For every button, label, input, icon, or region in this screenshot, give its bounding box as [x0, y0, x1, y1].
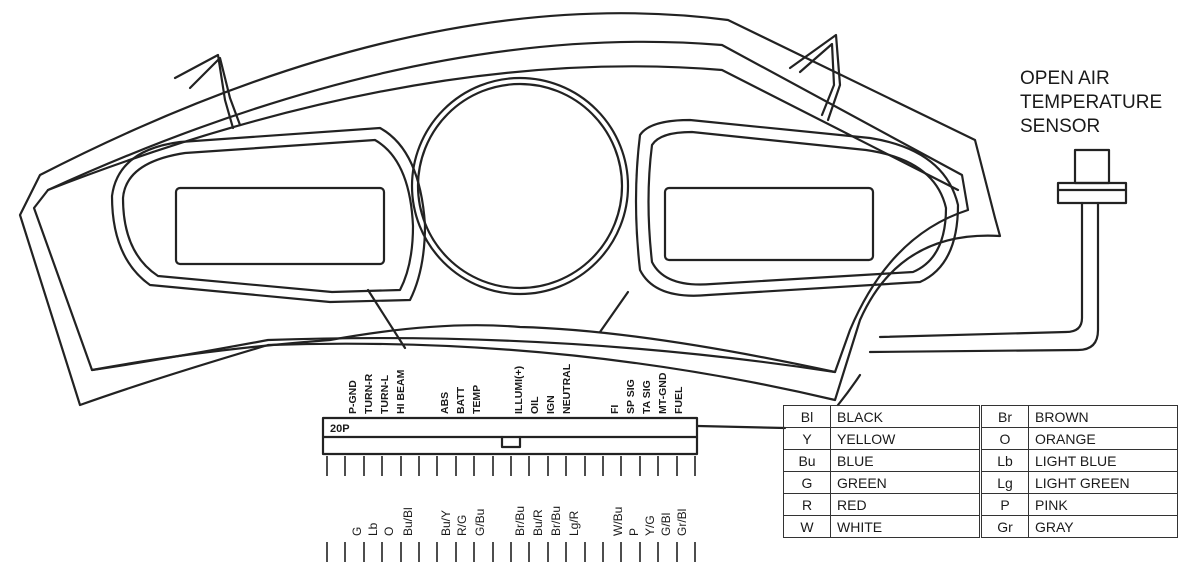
connector-wires	[326, 456, 696, 562]
wire-color-label: Gr/Bl	[675, 509, 689, 536]
left-mount-bracket-inner	[188, 56, 242, 127]
terminal-label: FI	[609, 405, 621, 414]
wire-color-labels: G Lb O Bu/Bl Bu/Y R/G G/Bu Br/Bu Bu/R Br…	[350, 506, 689, 536]
temperature-sensor-cap	[1073, 148, 1111, 185]
legend-code: W	[783, 515, 831, 538]
wire-color-label: Bu/Bl	[401, 507, 415, 536]
wire-color-label: P	[627, 528, 641, 536]
legend-color-name: LIGHT GREEN	[1028, 471, 1178, 494]
legend-color-name: RED	[830, 493, 981, 516]
legend-code: O	[979, 427, 1029, 450]
terminal-label: SP SIG	[625, 379, 637, 414]
right-display-pod	[634, 118, 960, 297]
sensor-label-line-3: SENSOR	[1020, 116, 1100, 137]
terminal-label: ILLUMI(+)	[513, 366, 525, 414]
wire-color-label: W/Bu	[611, 507, 625, 536]
wire-color-label: Bu/R	[531, 509, 545, 536]
connector-label: 20P	[330, 423, 350, 435]
legend-row: W WHITE Gr GRAY	[783, 515, 1178, 538]
legend-color-name: WHITE	[830, 515, 981, 538]
cluster-outer-outline	[18, 12, 1002, 407]
cluster-inner-outline	[32, 40, 970, 374]
legend-row: G GREEN Lg LIGHT GREEN	[783, 471, 1178, 494]
right-mount-bracket	[788, 33, 842, 122]
wire-color-label: Br/Bu	[513, 506, 527, 536]
legend-code: P	[979, 493, 1029, 516]
left-mount-bracket	[173, 53, 235, 130]
legend-color-name: GRAY	[1028, 515, 1178, 538]
terminal-label: NEUTRAL	[561, 363, 573, 414]
wire-color-label: Y/G	[643, 515, 657, 536]
legend-code: R	[783, 493, 831, 516]
legend-code: Bl	[783, 405, 831, 428]
connector-lock-tab	[500, 435, 522, 449]
connector-leader-line	[696, 424, 787, 430]
terminal-label: HI BEAM	[395, 369, 407, 414]
legend-color-name: BLACK	[830, 405, 981, 428]
legend-code: Br	[979, 405, 1029, 428]
legend-row: Bl BLACK Br BROWN	[783, 405, 1178, 428]
terminal-label: OIL	[529, 396, 541, 414]
terminal-label: TEMP	[471, 385, 483, 414]
top-terminal-labels: P-GND TURN-R TURN-L HI BEAM ABS BATT TEM…	[347, 363, 685, 414]
legend-row: Bu BLUE Lb LIGHT BLUE	[783, 449, 1178, 472]
center-gauge-ring	[416, 82, 624, 290]
legend-code: Lb	[979, 449, 1029, 472]
left-display-pod-inner	[121, 138, 415, 294]
terminal-label: P-GND	[347, 380, 359, 414]
center-tachometer-gauge	[410, 76, 630, 296]
right-lcd-screen	[663, 186, 875, 262]
wire-color-label: G	[350, 527, 364, 536]
legend-color-name: GREEN	[830, 471, 981, 494]
temperature-sensor-body	[1056, 181, 1128, 205]
legend-code: Bu	[783, 449, 831, 472]
wire-color-label: Br/Bu	[549, 506, 563, 536]
sensor-wire-inner	[868, 201, 1100, 354]
wire-color-label: O	[382, 527, 396, 536]
wire-color-label: G/Bu	[473, 509, 487, 536]
wire-color-label: R/G	[455, 515, 469, 536]
legend-code: Lg	[979, 471, 1029, 494]
legend-color-name: LIGHT BLUE	[1028, 449, 1178, 472]
legend-row: R RED P PINK	[783, 493, 1178, 516]
right-mount-bracket-inner	[798, 42, 836, 117]
legend-code: Gr	[979, 515, 1029, 538]
terminal-label: MT-GND	[657, 372, 669, 414]
cluster-bezel-line	[46, 65, 960, 192]
terminal-label: TURN-R	[363, 373, 375, 414]
left-pod-divider	[366, 288, 407, 350]
right-pod-divider	[598, 290, 630, 334]
wire-color-legend: Bl BLACK Br BROWN Y YELLOW O ORANGE Bu B…	[783, 405, 1178, 538]
legend-code: G	[783, 471, 831, 494]
terminal-label: TURN-L	[379, 374, 391, 414]
terminal-label: BATT	[455, 386, 467, 414]
left-lcd-screen	[174, 186, 386, 266]
terminal-label: ABS	[439, 392, 451, 414]
terminal-label: FUEL	[673, 386, 685, 414]
legend-color-name: PINK	[1028, 493, 1178, 516]
right-display-pod-inner	[647, 130, 948, 286]
legend-row: Y YELLOW O ORANGE	[783, 427, 1178, 450]
left-display-pod	[110, 126, 427, 304]
legend-color-name: BLUE	[830, 449, 981, 472]
wire-color-label: Lg/R	[567, 510, 581, 536]
terminal-label: IGN	[545, 395, 557, 414]
legend-color-name: BROWN	[1028, 405, 1178, 428]
wire-color-label: Bu/Y	[439, 510, 453, 536]
legend-color-name: YELLOW	[830, 427, 981, 450]
sensor-label-line-2: TEMPERATURE	[1020, 92, 1162, 113]
cluster-bottom-curve	[90, 324, 837, 374]
wire-color-label: Lb	[366, 522, 380, 536]
wire-color-label: G/Bl	[659, 513, 673, 536]
sensor-wire-outer	[878, 201, 1084, 339]
terminal-label: TA SIG	[641, 380, 653, 414]
legend-leader-line	[836, 373, 862, 407]
sensor-label-line-1: OPEN AIR	[1020, 68, 1110, 89]
legend-color-name: ORANGE	[1028, 427, 1178, 450]
legend-code: Y	[783, 427, 831, 450]
